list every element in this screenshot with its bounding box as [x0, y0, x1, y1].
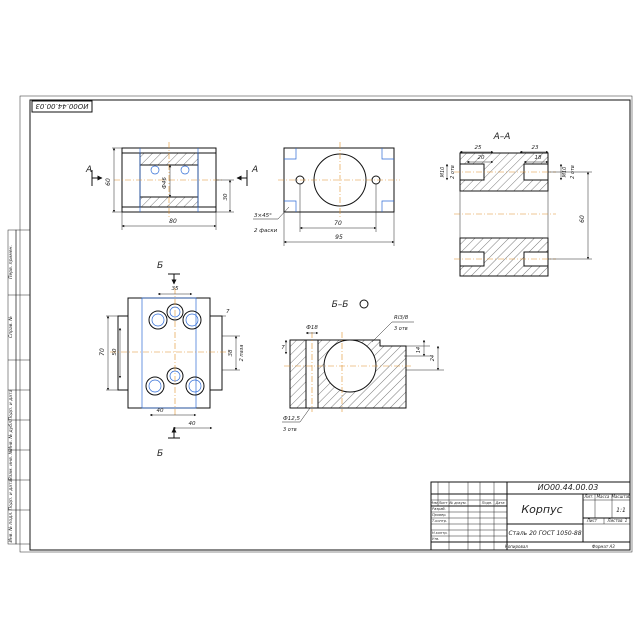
tb-col-izm: Изм	[430, 501, 437, 505]
tb-col-sign: Подп.	[482, 501, 493, 505]
strip-label-6: Подп. и дата	[8, 479, 14, 510]
dim-aa-m10-left-count: 2 отв	[450, 165, 456, 179]
dim-aa-25: 25	[475, 145, 482, 151]
front-view: 60 80 Ф46 30 А А	[85, 142, 258, 230]
strip-label-5: Взам. инв. №	[8, 449, 14, 480]
arrow-b-top: Б	[157, 261, 163, 271]
tb-h-sheet: Лист	[586, 518, 598, 523]
tb-row-nkontr: Н.контр.	[432, 531, 448, 535]
dim-bb-rl: Rl3/8	[394, 315, 409, 321]
dim-bb-14: 14	[416, 347, 422, 353]
dim-bb-rl-count: 3 отв	[394, 326, 408, 332]
dim-aa-20: 20	[478, 155, 485, 161]
tb-h-sheets: Листов	[607, 518, 624, 523]
tb-row-razrab: Разраб.	[432, 507, 446, 511]
strip-label-2: Справ. №	[8, 316, 14, 338]
tb-col-doc: № докум.	[448, 501, 466, 505]
dim-bb-7: 7	[281, 345, 285, 351]
dim-front-80: 80	[169, 218, 177, 225]
dim-plan-38: 38	[228, 349, 234, 356]
dim-plan-40b: 40	[189, 421, 196, 427]
section-aa: А–А 25 20 23 18 М10 2 отв М10 2 отв	[440, 132, 592, 277]
section-bb-label: Б–Б	[332, 300, 349, 310]
strip-label-4: Инв. № дубл.	[8, 420, 14, 451]
tb-designation: ИО00.44.00.03	[538, 483, 599, 492]
strip-label-7: Инв. № подл.	[8, 511, 14, 542]
tb-material: Сталь 20 ГОСТ 1050-88	[508, 530, 581, 537]
tb-h-mass: Масса	[597, 494, 610, 499]
tb-sheets-count: 1	[625, 518, 628, 523]
dim-front-30: 30	[223, 193, 229, 200]
tb-col-date: Дата	[494, 501, 504, 505]
strip-label-3: Подп. и дата	[8, 389, 14, 420]
tb-format: Формат А3	[592, 544, 615, 549]
strip-label-1: Перв. примен.	[8, 245, 14, 279]
dim-front-d46: Ф46	[162, 177, 168, 189]
dim-bb-d125: Ф12,5	[283, 416, 300, 422]
dim-plan-70: 70	[99, 348, 106, 356]
dim-bb-24: 24	[430, 355, 436, 361]
dim-aa-18: 18	[535, 155, 542, 161]
dim-chamfer-count: 2 фаски	[254, 228, 278, 234]
tb-col-list: Лист	[438, 501, 449, 505]
dim-plan-40a: 40	[157, 408, 164, 414]
dim-front-60: 60	[105, 178, 112, 186]
arrow-a-left: А	[85, 165, 92, 175]
dim-bb-d125-count: 3 отв	[283, 427, 297, 433]
dim-plan-7: 7	[226, 309, 230, 315]
tb-scale: 1:1	[616, 507, 626, 514]
tb-row-utv: Утв.	[432, 537, 439, 541]
dim-aa-23: 23	[532, 145, 539, 151]
section-aa-label: А–А	[493, 132, 511, 142]
dim-aa-60: 60	[579, 215, 586, 223]
tb-row-tkontr: Т.контр.	[432, 519, 447, 523]
stamp-box	[31, 100, 93, 113]
left-strip: Перв. примен. Справ. № Подп. и дата Инв.…	[7, 229, 31, 545]
tb-name: Корпус	[521, 503, 562, 516]
dim-plan-38-count: 2 паза	[239, 345, 245, 362]
plan-view: Б Б 35 7 70 50 38 2 паза 40 40	[99, 261, 245, 459]
dim-top-70: 70	[334, 220, 342, 227]
dim-aa-m10-left: М10	[440, 167, 446, 178]
tb-h-scale: Масштаб	[611, 494, 631, 499]
dim-plan-35: 35	[172, 286, 179, 292]
tb-copied: Копировал	[505, 544, 528, 549]
dim-plan-50: 50	[112, 348, 118, 355]
arrow-a-right: А	[251, 165, 258, 175]
title-block: ИО00.44.00.03 Корпус Сталь 20 ГОСТ 1050-…	[430, 481, 631, 551]
tb-row-prov: Провер.	[432, 513, 447, 517]
stamp-text: ИО00.44.00.03	[35, 102, 88, 110]
top-view: 70 95 3×45° 2 фаски	[253, 142, 400, 246]
tb-h-lit: Лит.	[583, 494, 593, 499]
dim-chamfer: 3×45°	[254, 213, 272, 219]
dim-bb-d18: Ф18	[306, 325, 318, 331]
dim-top-95: 95	[335, 234, 343, 241]
arrow-b-bottom: Б	[157, 449, 163, 459]
sheet-outer-border	[19, 95, 633, 553]
section-bb: Б–Б Ф18 Rl3/8 3 отв 7 14 24 Ф12,5 3 отв	[281, 299, 444, 433]
